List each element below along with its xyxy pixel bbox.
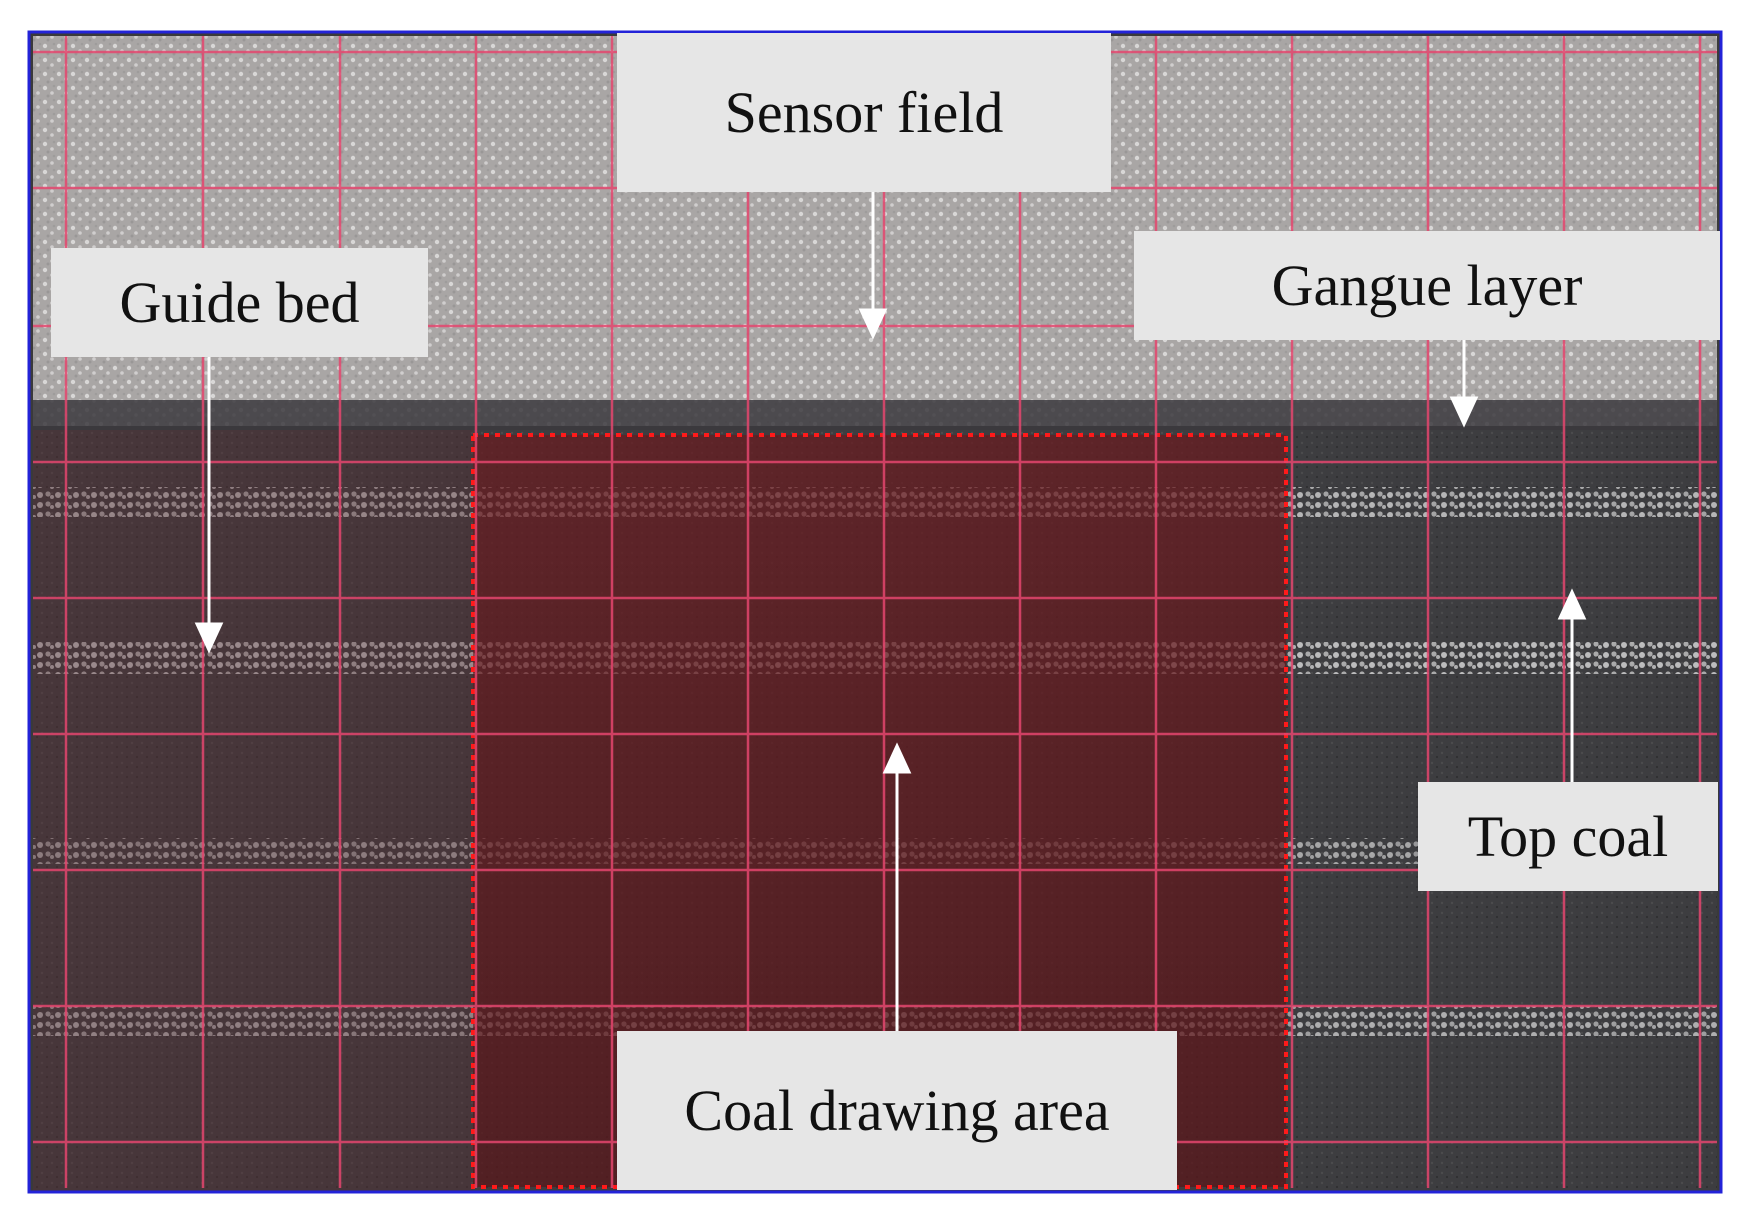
guide-bed-label: Guide bed <box>51 248 428 357</box>
gangue-layer-label: Gangue layer <box>1134 231 1720 340</box>
gangue-arrow-head <box>1449 396 1479 428</box>
coal-drawing-area-label: Coal drawing area <box>617 1031 1177 1190</box>
sensor-arrow-head <box>858 308 888 340</box>
top-coal-arrow-head <box>1557 588 1587 620</box>
guide-bed-arrow-head <box>194 622 224 654</box>
sensor-field-label: Sensor field <box>617 33 1111 192</box>
figure-border <box>27 30 1723 1194</box>
annotation-arrows <box>194 192 1587 1031</box>
left-tint <box>33 430 473 1191</box>
top-coal-label: Top coal <box>1418 782 1718 891</box>
coal-area-arrow-head <box>882 742 912 774</box>
